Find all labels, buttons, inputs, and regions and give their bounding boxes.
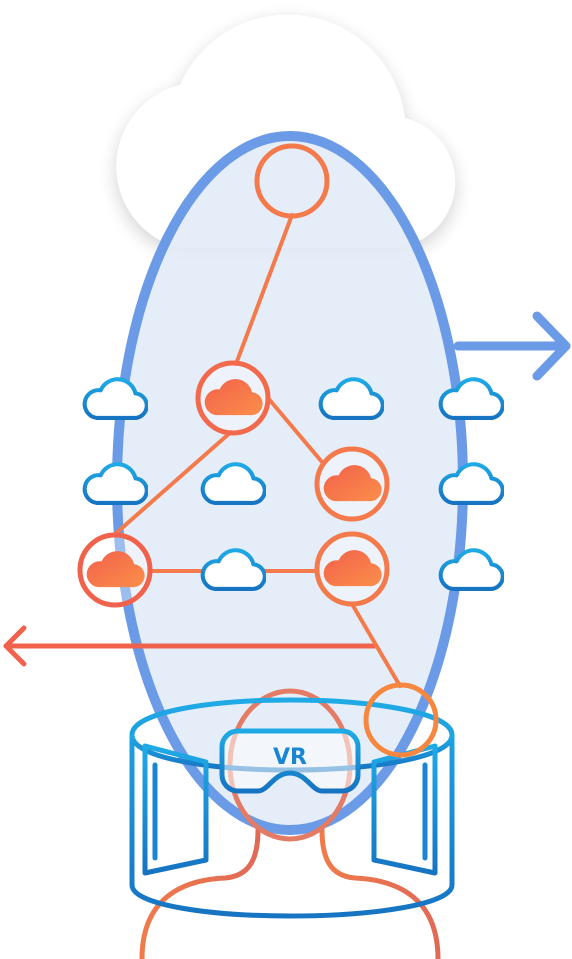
- vr-user: VR: [129, 688, 455, 959]
- person-body: [139, 827, 261, 959]
- headset-label: VR: [273, 745, 307, 770]
- active-nodes: [77, 143, 390, 608]
- top-node-ring: [254, 143, 330, 219]
- network-ellipse: [112, 131, 468, 835]
- active-cloud-node: [314, 531, 390, 607]
- connection-line: [266, 396, 324, 464]
- active-cloud-node: [195, 360, 271, 436]
- arrow-left-icon: [3, 625, 379, 667]
- connection-line: [112, 430, 233, 537]
- active-cloud-node: [77, 532, 153, 608]
- vr-headset-icon: [219, 728, 361, 794]
- connection-line: [234, 213, 294, 366]
- exit-node-ring: [363, 682, 439, 758]
- connection-line: [350, 602, 402, 688]
- active-cloud-node: [314, 446, 390, 522]
- vr-platform: [129, 697, 455, 919]
- person-body: [319, 827, 441, 959]
- vr-panel-left: [142, 743, 209, 876]
- arrow-right-icon: [453, 311, 571, 381]
- network-connections: [112, 213, 402, 688]
